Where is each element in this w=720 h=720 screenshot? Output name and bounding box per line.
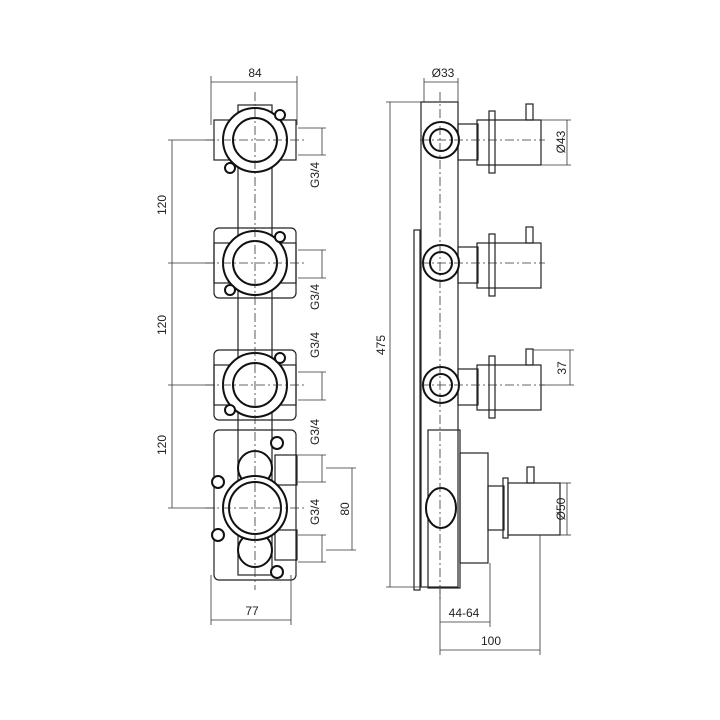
mixer-housing [459,452,489,564]
side-valve-2 [422,226,542,297]
side-valve-1 [422,103,542,174]
dim-handle-diameter: Ø43 [554,130,568,153]
dim-width-top: 84 [248,66,262,80]
side-valve-3 [422,348,542,419]
outlet-block [274,454,298,486]
dim-lever-height: 37 [555,361,569,375]
dim-projection: 100 [481,634,501,648]
dim-thread-2: G3/4 [308,284,322,310]
dim-thread-3: G3/4 [308,332,322,358]
dim-outlet-spacing: 80 [338,502,352,516]
dim-spacing-1: 120 [155,195,169,215]
front-view: 84 120 120 120 G3/4 G3/4 G3/4 G3/4 G3/4 … [155,66,356,625]
dim-spacing-2: 120 [155,315,169,335]
side-plate [413,229,421,591]
dim-thermostat-diameter: Ø50 [554,497,568,520]
dim-pipe-diameter: Ø33 [432,66,455,80]
side-view: Ø33 475 Ø43 37 Ø50 44-64 100 [374,66,574,655]
front-dimension-lines [168,76,356,625]
dim-wall-depth: 44-64 [449,606,480,620]
screw-holes [211,109,286,579]
side-body-pipe [420,101,459,588]
dim-thread-1: G3/4 [308,162,322,188]
dim-total-height: 475 [374,335,388,355]
dim-spacing-3: 120 [155,435,169,455]
side-dimension-lines [386,78,574,655]
side-thermostat [425,466,561,539]
dim-thread-5: G3/4 [308,499,322,525]
dim-width-bottom: 77 [245,604,259,618]
outlet-block [274,529,298,561]
dim-thread-4: G3/4 [308,419,322,445]
